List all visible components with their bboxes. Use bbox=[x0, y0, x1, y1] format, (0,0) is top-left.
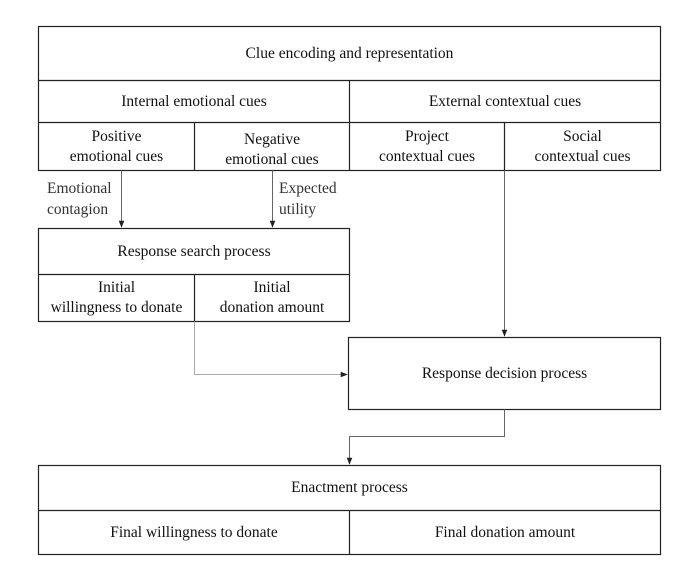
internal-cues-header: Internal emotional cues bbox=[121, 92, 267, 110]
external-cues-header: External contextual cues bbox=[428, 92, 582, 110]
enactment-title: Enactment process bbox=[291, 479, 408, 496]
search-to-decision-arrow bbox=[194, 321, 348, 378]
project-cues-cell: Project contextual cues bbox=[379, 127, 475, 165]
expected-utility-label: Expected utility bbox=[279, 180, 337, 218]
social-cues-cell: Social contextual cues bbox=[534, 127, 631, 165]
response-search-title: Response search process bbox=[117, 242, 271, 260]
negative-cues-cell: Negative emotional cues bbox=[225, 130, 319, 168]
emotional-contagion-label: Emotional contagion bbox=[47, 180, 112, 218]
response-decision-title: Response decision process bbox=[421, 364, 588, 382]
initial-willingness-cell: Initial willingness to donate bbox=[50, 279, 183, 316]
decision-to-enactment-arrow bbox=[346, 409, 505, 465]
positive-cues-cell: Positive emotional cues bbox=[69, 127, 164, 165]
initial-amount-cell: Initial donation amount bbox=[219, 279, 325, 316]
clue-encoding-block bbox=[37, 25, 662, 172]
enactment-block bbox=[37, 464, 662, 556]
final-amount-cell: Final donation amount bbox=[434, 523, 576, 541]
clue-encoding-title: Clue encoding and representation bbox=[245, 44, 454, 62]
final-willingness-cell: Final willingness to donate bbox=[110, 523, 278, 541]
